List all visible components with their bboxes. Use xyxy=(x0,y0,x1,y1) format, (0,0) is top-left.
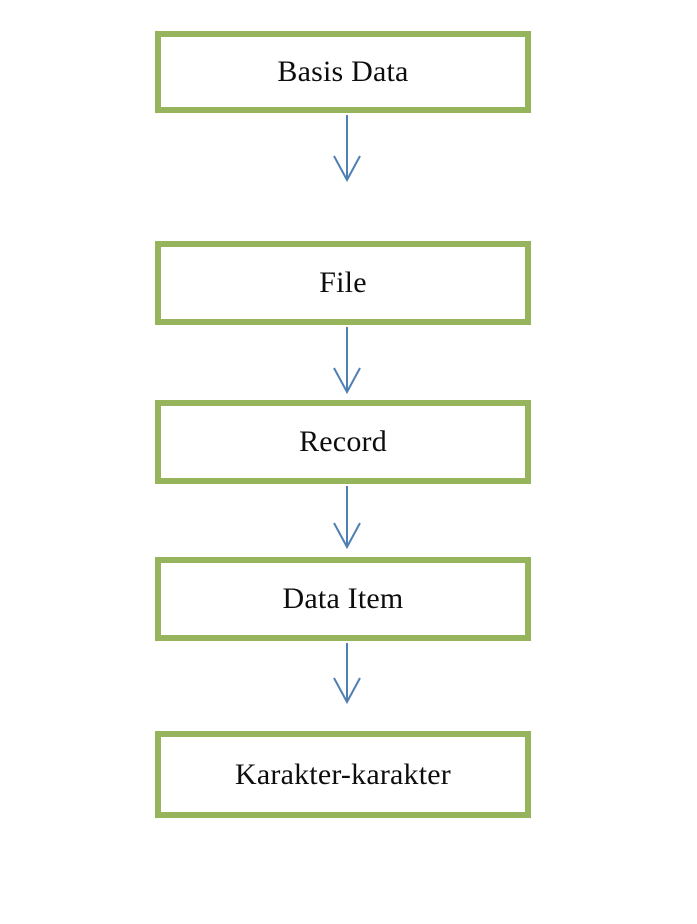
node-record[interactable]: Record xyxy=(155,400,531,484)
node-data-item[interactable]: Data Item xyxy=(155,557,531,641)
node-file[interactable]: File xyxy=(155,241,531,325)
arrow-basis-data-to-file-svg xyxy=(333,115,361,183)
node-basis-data[interactable]: Basis Data xyxy=(155,31,531,113)
arrow-file-to-record-svg xyxy=(333,327,361,395)
arrow-data-item-to-karakter-karakter-svg xyxy=(333,643,361,705)
arrow-basis-data-to-file xyxy=(330,115,364,183)
node-label-file: File xyxy=(319,266,367,299)
arrow-record-to-data-item xyxy=(330,486,364,550)
node-karakter-karakter[interactable]: Karakter-karakter xyxy=(155,731,531,818)
arrow-record-to-data-item-svg xyxy=(333,486,361,550)
node-label-data-item: Data Item xyxy=(282,582,404,615)
node-label-karakter-karakter: Karakter-karakter xyxy=(235,757,451,791)
node-label-basis-data: Basis Data xyxy=(277,55,409,88)
node-label-record: Record xyxy=(299,425,387,458)
arrow-file-to-record xyxy=(330,327,364,395)
arrow-data-item-to-karakter-karakter xyxy=(330,643,364,705)
